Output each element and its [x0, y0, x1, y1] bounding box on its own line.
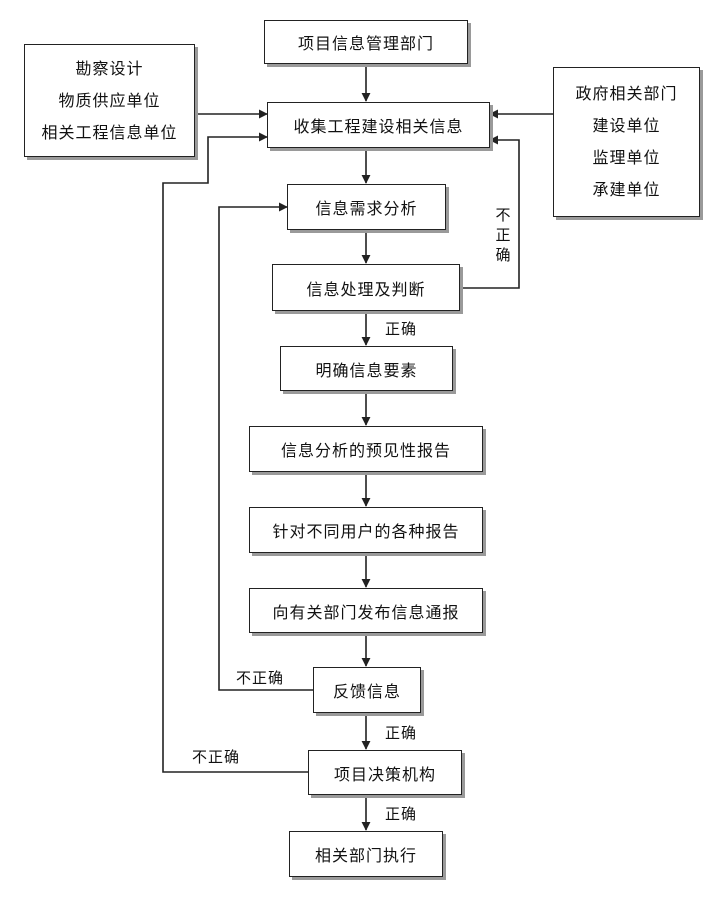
label-char: 确 [495, 246, 511, 264]
label-correct-after-feedback: 正确 [385, 724, 418, 742]
node-feedback-info: 反馈信息 [313, 667, 421, 713]
label-incorrect-vertical: 不 正 确 [494, 205, 512, 265]
arrow-process-incorrect-loop [460, 135, 520, 289]
node-info-processing-judgement: 信息处理及判断 [272, 264, 460, 311]
node-project-info-management-dept: 项目信息管理部门 [264, 20, 468, 64]
node-project-decision-body: 项目决策机构 [308, 750, 462, 795]
label-char: 不 [495, 206, 511, 224]
left-source-item: 物质供应单位 [58, 90, 161, 110]
right-source-item: 监理单位 [592, 148, 661, 167]
arrow-decision-incorrect-loop [162, 132, 308, 773]
node-define-info-elements: 明确信息要素 [280, 346, 453, 391]
label-correct-after-decision: 正确 [385, 805, 418, 823]
right-source-item: 政府相关部门 [575, 84, 678, 103]
label-incorrect-feedback: 不正确 [236, 669, 285, 687]
node-publish-info-bulletin: 向有关部门发布信息通报 [249, 588, 483, 633]
node-user-specific-reports: 针对不同用户的各种报告 [249, 507, 483, 553]
label-incorrect-decision: 不正确 [192, 748, 241, 766]
right-source-item: 建设单位 [592, 116, 661, 135]
node-dept-execution: 相关部门执行 [289, 831, 443, 877]
label-correct-after-processing: 正确 [385, 320, 418, 338]
node-predictive-analysis-report: 信息分析的预见性报告 [249, 426, 483, 472]
node-left-info-sources: 勘察设计 物质供应单位 相关工程信息单位 [24, 44, 195, 157]
node-right-info-sources: 政府相关部门 建设单位 监理单位 承建单位 [553, 67, 700, 217]
arrow-feedback-incorrect-loop [218, 202, 313, 691]
node-info-demand-analysis: 信息需求分析 [287, 184, 446, 230]
label-char: 正 [495, 226, 511, 244]
right-source-item: 承建单位 [592, 180, 661, 199]
left-source-item: 勘察设计 [75, 58, 144, 78]
left-source-item: 相关工程信息单位 [41, 122, 178, 142]
node-collect-engineering-info: 收集工程建设相关信息 [267, 102, 490, 148]
